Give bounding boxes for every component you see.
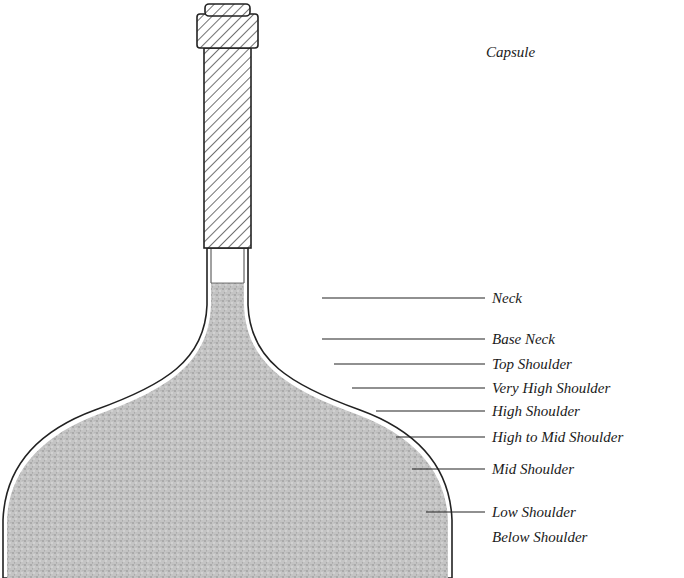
level-label: Top Shoulder: [492, 355, 572, 373]
part-label: Capsule: [486, 43, 535, 61]
capsule-top: [205, 4, 250, 16]
level-label: Low Shoulder: [492, 503, 576, 521]
level-label: Below Shoulder: [492, 528, 587, 546]
leader-lines: [322, 298, 485, 512]
level-label: Base Neck: [492, 330, 555, 348]
level-label: High to Mid Shoulder: [492, 428, 623, 446]
capsule-lip: [197, 14, 258, 48]
level-label: Neck: [492, 289, 522, 307]
level-label: Very High Shoulder: [492, 379, 610, 397]
wine-liquid: [7, 283, 448, 578]
level-label: High Shoulder: [492, 402, 580, 420]
level-label: Mid Shoulder: [492, 460, 574, 478]
capsule: [204, 48, 251, 248]
